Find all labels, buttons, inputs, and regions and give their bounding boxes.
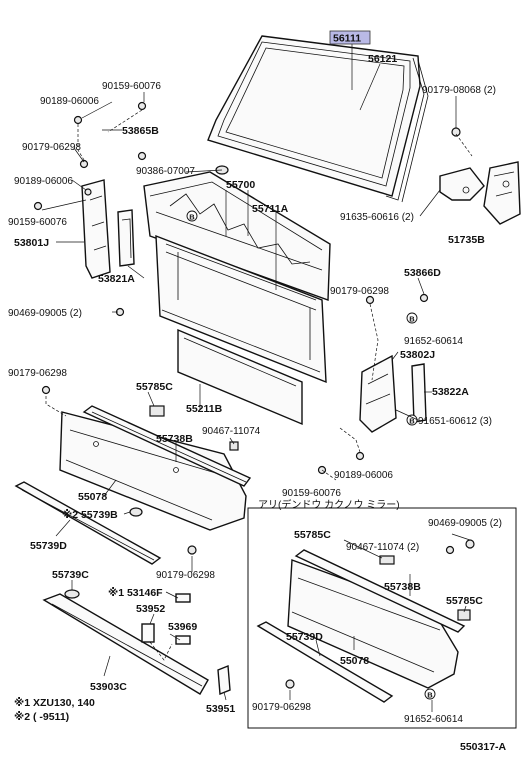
svg-text:B: B: [189, 213, 195, 222]
label-55711a[interactable]: 55711A: [252, 203, 289, 215]
label-90189-06006-b[interactable]: 90189-06006: [14, 176, 73, 187]
bracket-51735b[interactable]: [439, 161, 521, 225]
label-90159-60076-c[interactable]: 90159-60076: [282, 488, 341, 499]
clip-90467-11074[interactable]: [229, 441, 239, 451]
label-53903c[interactable]: 53903C: [90, 681, 127, 693]
cushion-55739c[interactable]: [64, 589, 80, 599]
footnote-1: ※1 XZU130, 140: [14, 697, 95, 709]
label-55211b[interactable]: 55211B: [186, 403, 223, 415]
pad-55785c-alt[interactable]: [379, 555, 395, 565]
label-90179-06298-b[interactable]: 90179-06298: [330, 286, 389, 297]
cowl-vent-55711a[interactable]: [155, 234, 327, 384]
label-53865b[interactable]: 53865B: [122, 125, 159, 137]
label-90467-11074-a[interactable]: 90467-11074: [202, 426, 261, 437]
pillar-brace-53822a[interactable]: [411, 363, 427, 423]
pillar-bracket-53801j[interactable]: [81, 179, 111, 279]
label-56111[interactable]: 56111: [333, 33, 361, 45]
clip-icon: [451, 127, 461, 137]
pillar-brace-53821a[interactable]: [117, 209, 135, 267]
fastener-icons: [33, 101, 475, 689]
label-55700[interactable]: 55700: [226, 179, 255, 191]
alternate-box: [247, 507, 517, 729]
label-90179-06298-e[interactable]: 90179-06298: [252, 702, 311, 713]
diagram-id: 550317-A: [460, 741, 507, 753]
footnote-2: ※2 ( -9511): [14, 711, 69, 723]
label-90179-06298-a[interactable]: 90179-06298: [22, 142, 81, 153]
windshield-moulding[interactable]: [385, 57, 429, 203]
label-55078-a[interactable]: 55078: [78, 491, 107, 503]
svg-text:B: B: [409, 417, 415, 426]
label-mirror-note: アリ(デンドウ カクノウ ミラー): [258, 498, 400, 511]
label-55738b-a[interactable]: 55738B: [156, 433, 193, 445]
label-55785c-b[interactable]: 55785C: [294, 529, 331, 541]
bracket-53952[interactable]: [141, 623, 155, 643]
label-55078-b[interactable]: 55078: [340, 655, 369, 667]
garnish-55738b[interactable]: [82, 405, 252, 487]
highlight-56111: [329, 30, 371, 45]
label-55739b[interactable]: ※2 55739B: [62, 509, 118, 521]
label-91652-60614-a[interactable]: 91652-60614: [404, 336, 463, 347]
label-90469-09005-a[interactable]: 90469-09005 (2): [8, 308, 82, 319]
spacer-53969[interactable]: [175, 635, 191, 645]
label-90179-06298-d[interactable]: 90179-06298: [156, 570, 215, 581]
seal-55211b[interactable]: [177, 328, 303, 426]
garnish-55738b-alt[interactable]: [294, 549, 466, 633]
label-90179-06298-c[interactable]: 90179-06298: [8, 368, 67, 379]
label-53822a[interactable]: 53822A: [432, 386, 469, 398]
cushion-55739b[interactable]: [129, 507, 143, 517]
strip-55739d[interactable]: [14, 481, 162, 565]
cover-53903c[interactable]: [42, 593, 209, 695]
cowl-panel-55700[interactable]: [143, 171, 331, 301]
label-53802j[interactable]: 53802J: [400, 349, 435, 361]
label-90159-60076-a[interactable]: 90159-60076: [102, 81, 161, 92]
label-90189-06006-c[interactable]: 90189-06006: [334, 470, 393, 481]
label-90469-09005-b[interactable]: 90469-09005 (2): [428, 518, 502, 529]
svg-text:B: B: [427, 691, 433, 700]
label-91652-60614-b[interactable]: 91652-60614: [404, 714, 463, 725]
svg-text:B: B: [409, 315, 415, 324]
label-91635-60616[interactable]: 91635-60616 (2): [340, 212, 414, 223]
windshield-glass[interactable]: [207, 35, 421, 197]
label-53866d[interactable]: 53866D: [404, 267, 441, 279]
front-panel-55078-alt[interactable]: [287, 559, 459, 689]
strip-55739d-alt[interactable]: [256, 621, 394, 703]
clip-53146f[interactable]: [175, 593, 191, 603]
label-91651-60612[interactable]: 91651-60612 (3): [418, 416, 492, 427]
front-panel-55078[interactable]: [59, 411, 247, 531]
label-55739d-b[interactable]: 55739D: [286, 631, 323, 643]
label-90179-08068[interactable]: 90179-08068 (2): [422, 85, 496, 96]
label-55739c[interactable]: 55739C: [52, 569, 89, 581]
label-56121[interactable]: 56121: [368, 53, 397, 65]
label-55739d-a[interactable]: 55739D: [30, 540, 67, 552]
label-90467-11074-b[interactable]: 90467-11074 (2): [346, 542, 419, 553]
bracket-53951[interactable]: [217, 664, 231, 696]
label-53146f[interactable]: ※1 53146F: [108, 587, 163, 599]
label-55785c-a[interactable]: 55785C: [136, 381, 173, 393]
b-marker-icons: B B B B: [186, 210, 436, 700]
label-53801j[interactable]: 53801J: [14, 237, 49, 249]
pad-55785c-alt2[interactable]: [457, 609, 471, 621]
label-55785c-c[interactable]: 55785C: [446, 595, 483, 607]
label-90189-06006-a[interactable]: 90189-06006: [40, 96, 99, 107]
label-53951[interactable]: 53951: [206, 703, 235, 715]
leader-lines: [41, 44, 473, 712]
label-55738b-b[interactable]: 55738B: [384, 581, 421, 593]
label-90386-07007[interactable]: 90386-07007: [136, 166, 195, 177]
pad-55785c[interactable]: [149, 405, 165, 417]
pillar-bracket-53802j[interactable]: [359, 354, 397, 433]
label-53969[interactable]: 53969: [168, 621, 197, 633]
label-53952[interactable]: 53952: [136, 603, 165, 615]
label-51735b[interactable]: 51735B: [448, 234, 485, 246]
label-90159-60076-b[interactable]: 90159-60076: [8, 217, 67, 228]
label-53821a[interactable]: 53821A: [98, 273, 135, 285]
